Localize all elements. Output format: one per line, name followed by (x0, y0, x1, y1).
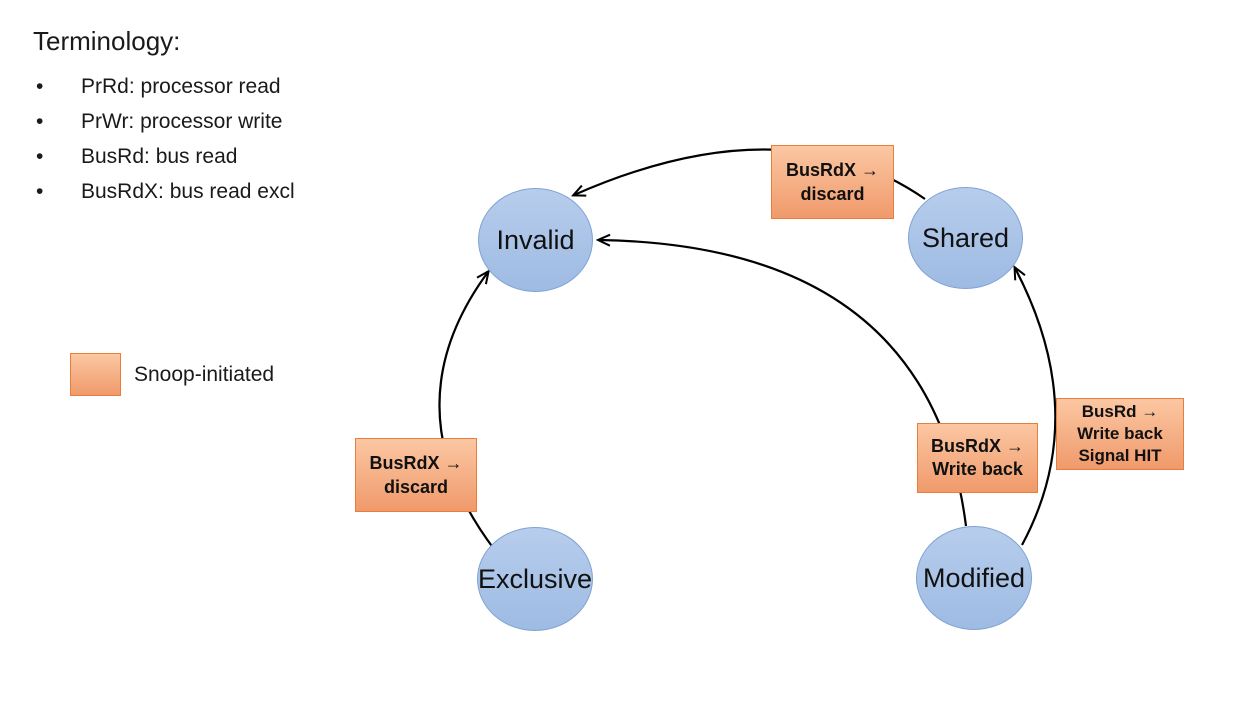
transition-event: BusRdX → (369, 453, 463, 473)
transition-action: Write back (932, 459, 1023, 479)
transition-label-modified-to-shared: BusRd → Write back Signal HIT (1056, 398, 1184, 470)
transition-event: BusRdX → (930, 436, 1024, 456)
transition-label-modified-to-invalid: BusRdX → Write back (917, 423, 1038, 493)
snoop-initiated-color-swatch (70, 353, 121, 396)
terminology-title: Terminology: (33, 26, 181, 56)
transition-action: discard (383, 477, 449, 497)
terminology-item-busrdx: BusRdX: bus read excl (33, 174, 295, 209)
state-label-shared: Shared (921, 222, 1010, 253)
transition-label-shared-to-invalid: BusRdX → discard (771, 145, 894, 219)
state-node-modified: Modified (916, 526, 1032, 630)
legend: Snoop-initiated (70, 353, 274, 396)
transition-event: BusRd → (1081, 402, 1159, 421)
transition-action-2: Signal HIT (1078, 446, 1162, 465)
state-node-shared: Shared (908, 187, 1023, 289)
arrow-exclusive-to-invalid (438, 272, 495, 550)
transition-action: Write back (1077, 424, 1163, 443)
state-label-modified: Modified (922, 562, 1026, 593)
legend-label: Snoop-initiated (134, 362, 275, 386)
terminology-item-prrd: PrRd: processor read (33, 69, 295, 104)
state-node-invalid: Invalid (478, 188, 593, 292)
arrow-modified-to-invalid (599, 240, 968, 527)
state-node-exclusive: Exclusive (477, 527, 593, 631)
terminology-list: PrRd: processor read PrWr: processor wri… (33, 69, 295, 209)
transition-label-exclusive-to-invalid: BusRdX → discard (355, 438, 477, 512)
terminology-item-prwr: PrWr: processor write (33, 104, 295, 139)
state-label-invalid: Invalid (496, 224, 575, 255)
terminology-item-busrd: BusRd: bus read (33, 139, 295, 174)
transition-event: BusRdX → (785, 160, 879, 180)
transition-action: discard (800, 184, 865, 204)
arrow-modified-to-shared (1015, 268, 1057, 546)
state-label-exclusive: Exclusive (477, 563, 593, 594)
terminology-block: Terminology: PrRd: processor read PrWr: … (33, 26, 295, 209)
